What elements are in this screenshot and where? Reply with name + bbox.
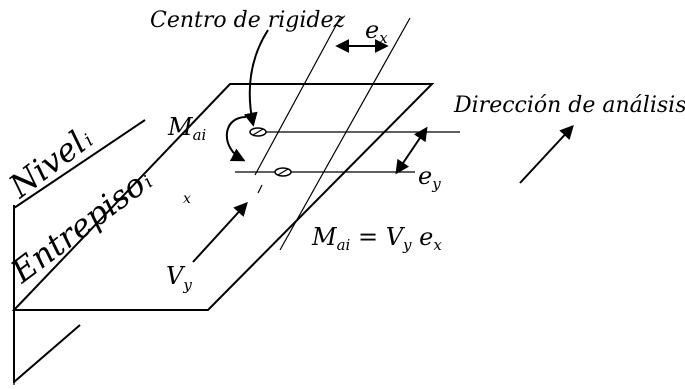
lower-story-edge xyxy=(13,324,81,383)
label-direccion-analisis: Dirección de análisis xyxy=(453,93,685,118)
centro-pointer-arrow xyxy=(243,29,269,127)
label-x-mark: x xyxy=(183,191,191,207)
label-formula: Mai = Vy ex xyxy=(311,223,442,254)
label-nivel: Niveli xyxy=(1,119,99,206)
ey-dimension-arrow xyxy=(395,126,428,175)
label-ey: ey xyxy=(418,162,441,193)
moment-arrow xyxy=(225,116,247,162)
label-ex: ex xyxy=(365,16,388,47)
floor-slab xyxy=(11,83,435,311)
label-mai: Mai xyxy=(167,113,207,144)
label-centro-rigidez: Centro de rigidez xyxy=(150,8,345,33)
shear-force-arrow xyxy=(192,201,248,263)
label-vy: Vy xyxy=(166,262,192,294)
ref-line-2 xyxy=(279,17,411,251)
axis-tick xyxy=(257,184,263,194)
analysis-direction-arrow xyxy=(519,124,574,184)
ref-line-1 xyxy=(254,17,341,176)
upper-story-edge xyxy=(13,119,146,209)
